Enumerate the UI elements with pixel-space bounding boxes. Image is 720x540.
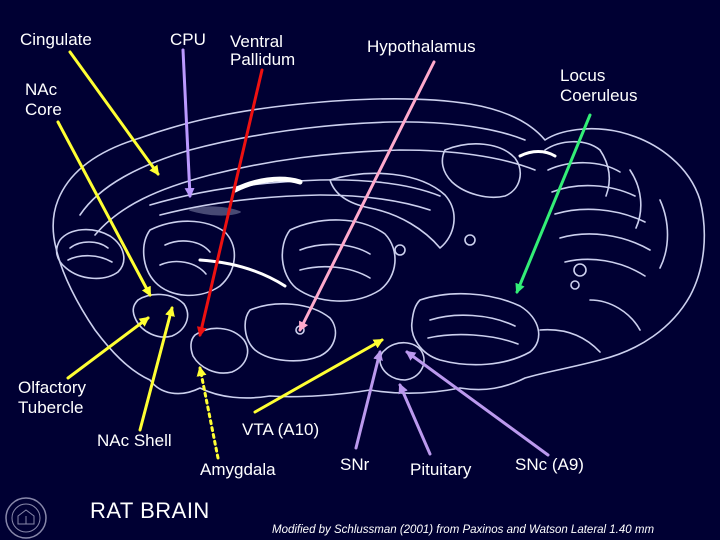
arrow-snr [354,350,383,450]
label-ventral-pallidum: Ventral Pallidum [230,32,296,69]
label-vta: VTA (A10) [242,420,320,439]
label-hypothalamus: Hypothalamus [367,37,476,56]
source-credit: Modified by Schlussman (2001) from Paxin… [272,524,655,536]
label-cpu: CPU [170,30,206,49]
arrow-nac-shell [138,306,175,432]
brain-section-outline [52,97,706,399]
arrow-locus-coeruleus [515,113,592,294]
label-snr: SNr [340,455,370,474]
label-locus-coeruleus: Locus Coeruleus [560,66,638,105]
diagram-title: RAT BRAIN [90,498,210,523]
arrow-cpu [181,48,195,198]
label-pituitary: Pituitary [410,460,472,479]
arrow-amygdala [196,366,220,460]
arrow-nac-core [56,120,152,297]
label-snc: SNc (A9) [515,455,584,474]
label-nac-core: NAc Core [25,80,62,119]
label-cingulate: Cingulate [20,30,92,49]
arrow-olfactory-tubercle [66,316,150,380]
label-olfactory-tubercle: Olfactory Tubercle [18,378,87,417]
label-nac-shell: NAc Shell [97,431,172,450]
arrow-cingulate [68,50,160,176]
arrow-vta [253,338,384,414]
university-seal-icon [5,497,47,539]
label-amygdala: Amygdala [200,460,276,479]
arrow-snc [405,350,550,457]
arrow-hypothalamus [298,60,436,332]
arrow-pituitary [398,383,432,456]
arrow-ventral-pallidum [196,68,264,337]
pointer-arrows [56,48,592,460]
